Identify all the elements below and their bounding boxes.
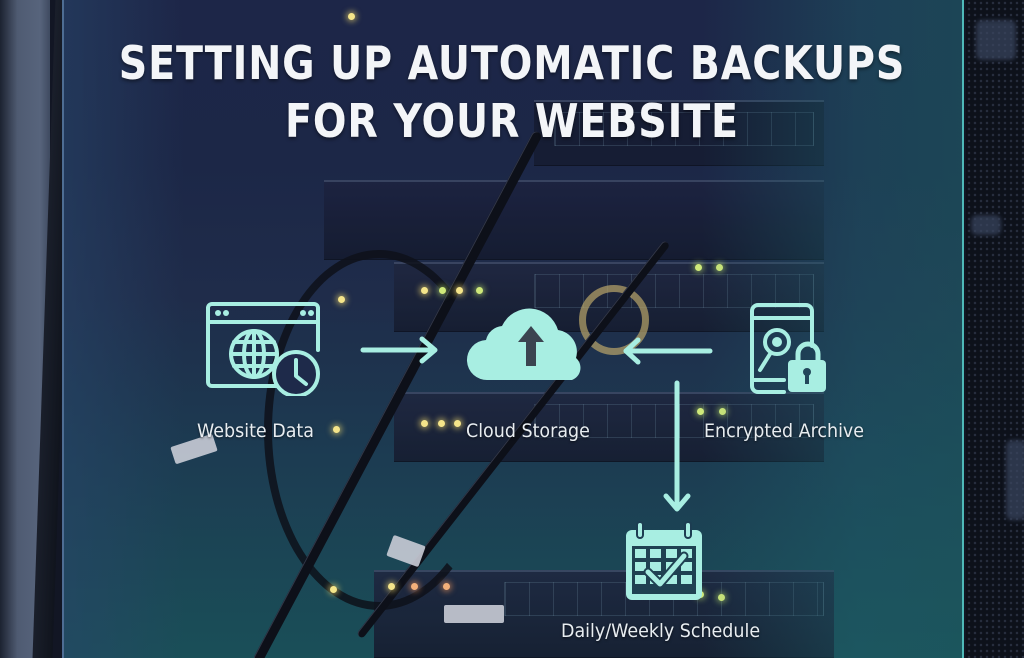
cloud-upload-icon (466, 308, 581, 381)
status-led (695, 264, 702, 271)
cloud-storage-node (466, 300, 596, 382)
cloud-storage-label: Cloud Storage (466, 420, 590, 442)
arrow-down-icon (663, 380, 691, 512)
browser-globe-clock-icon (206, 302, 320, 398)
schedule-node (624, 520, 704, 602)
page-title: SETTING UP AUTOMATIC BACKUPS FOR YOUR WE… (72, 34, 953, 150)
panel-tint-left (64, 0, 184, 658)
encrypted-archive-node (748, 302, 828, 396)
status-led (388, 583, 395, 590)
status-led (476, 287, 483, 294)
status-led (456, 287, 463, 294)
status-led (348, 13, 355, 20)
status-led (454, 420, 461, 427)
status-led (330, 586, 337, 593)
status-led (697, 408, 704, 415)
arrow-right-icon (360, 336, 438, 364)
rack-right-edge (966, 0, 1024, 658)
status-led (411, 583, 418, 590)
status-led (438, 420, 445, 427)
encrypted-archive-label: Encrypted Archive (704, 420, 865, 442)
status-led (421, 420, 428, 427)
panel-tint-right (702, 0, 962, 658)
rack-blob (971, 215, 1001, 235)
status-led (333, 426, 340, 433)
cable-yellow (579, 285, 649, 355)
website-data-label: Website Data (197, 420, 314, 442)
status-led (439, 287, 446, 294)
status-led (421, 287, 428, 294)
cable-tag (444, 605, 504, 623)
website-data-node (204, 300, 324, 398)
drive-lock-icon (750, 303, 826, 394)
title-line-1: SETTING UP AUTOMATIC BACKUPS (118, 36, 906, 90)
rack-blob (976, 20, 1016, 60)
status-led (338, 296, 345, 303)
status-led (443, 583, 450, 590)
title-line-2: FOR YOUR WEBSITE (285, 94, 739, 148)
rack-blob (1006, 440, 1024, 520)
calendar-check-icon (626, 521, 702, 600)
schedule-label: Daily/Weekly Schedule (561, 620, 761, 642)
arrow-left-icon (623, 337, 713, 365)
